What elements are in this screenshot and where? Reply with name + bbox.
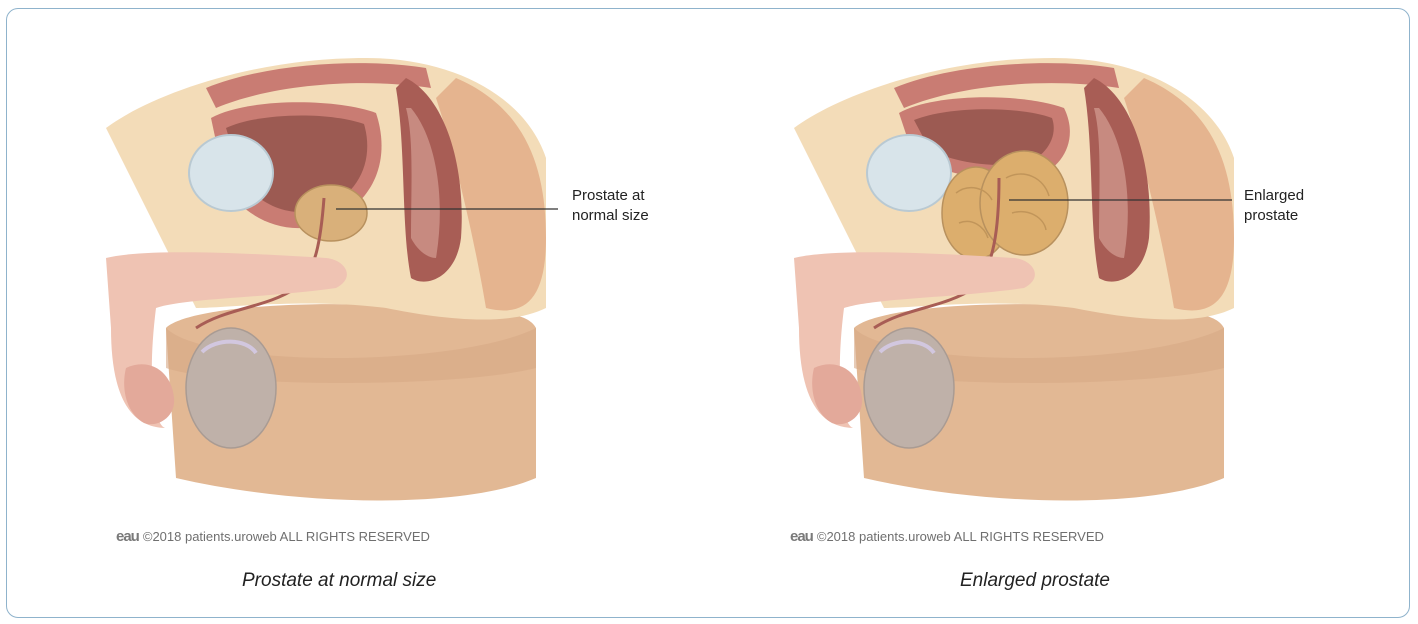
eau-logo: eau [116,528,139,545]
figure-caption: Enlarged prostate [960,570,1110,592]
penis-tip [124,364,174,424]
enlarged-prostate-illustration [694,8,1384,528]
normal-prostate-illustration [6,8,696,528]
testis [186,328,276,448]
panel-normal-prostate: Prostate at normal size eau ©2018 patien… [6,8,696,616]
callout-label: Enlarged prostate [1244,186,1304,226]
figure-caption: Prostate at normal size [242,570,436,592]
penis-tip [812,364,862,424]
callout-label: Prostate at normal size [572,186,649,226]
panel-enlarged-prostate: Enlarged prostate eau ©2018 patients.uro… [694,8,1384,616]
prostate-lobe-right [980,151,1068,255]
pubic-bone [867,135,951,211]
copyright-line: eau ©2018 patients.uroweb ALL RIGHTS RES… [116,528,430,545]
eau-logo: eau [790,528,813,545]
pubic-bone [189,135,273,211]
testis [864,328,954,448]
copyright-text: ©2018 patients.uroweb ALL RIGHTS RESERVE… [143,529,430,544]
copyright-line: eau ©2018 patients.uroweb ALL RIGHTS RES… [790,528,1104,545]
prostate-normal [295,185,367,241]
copyright-text: ©2018 patients.uroweb ALL RIGHTS RESERVE… [817,529,1104,544]
